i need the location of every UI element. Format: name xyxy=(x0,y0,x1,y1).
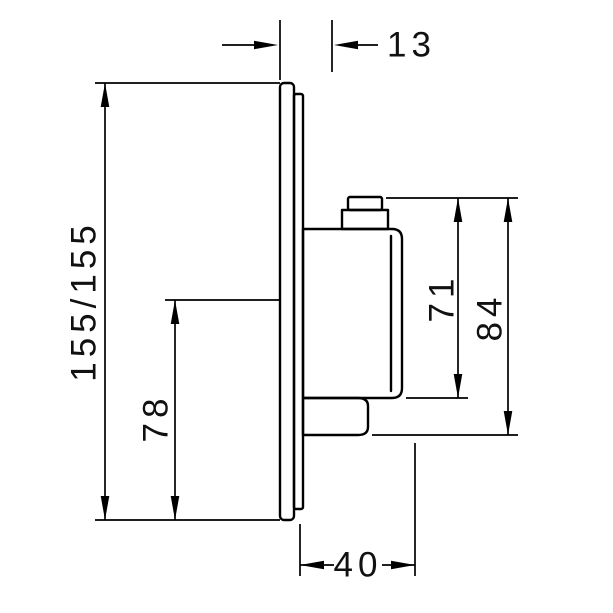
arrowhead-right-icon xyxy=(391,560,415,570)
dimension-label-155-155: 155/155 xyxy=(65,220,104,382)
handle-body-outline xyxy=(301,227,404,400)
arrowhead-up-icon xyxy=(170,300,180,324)
arrowhead-left-icon xyxy=(300,560,324,570)
dimension-plate-height-155: 155/155 xyxy=(65,82,280,521)
dimension-handle-body-71: 71 xyxy=(386,197,518,399)
arrowhead-up-icon xyxy=(453,198,463,222)
wall-plate-outline xyxy=(278,81,296,522)
arrowhead-down-icon xyxy=(503,411,513,435)
arrowhead-down-icon xyxy=(453,374,463,398)
dimension-projection-40: 40 xyxy=(299,443,416,585)
arrowhead-up-icon xyxy=(100,83,110,107)
knob-step-top xyxy=(346,195,384,212)
dimension-center-height-78: 78 xyxy=(137,299,280,520)
arrowhead-left-icon xyxy=(334,40,358,50)
arrowhead-down-icon xyxy=(100,496,110,520)
handle-lower-step xyxy=(301,396,370,437)
arrowhead-right-icon xyxy=(254,40,278,50)
dimension-label-71: 71 xyxy=(423,274,462,323)
dimension-label-40: 40 xyxy=(334,546,383,585)
dimension-plate-offset-13: 13 xyxy=(222,20,436,80)
dimension-label-78: 78 xyxy=(137,394,176,443)
valve-side-view xyxy=(278,81,404,522)
arrowhead-down-icon xyxy=(170,496,180,520)
dimension-handle-total-84: 84 xyxy=(372,198,518,436)
wall-plate-front-layer xyxy=(292,92,305,511)
knob-step-wide xyxy=(340,208,390,231)
dimension-label-13: 13 xyxy=(387,26,436,65)
dimension-label-84: 84 xyxy=(471,293,510,342)
arrowhead-up-icon xyxy=(503,198,513,222)
